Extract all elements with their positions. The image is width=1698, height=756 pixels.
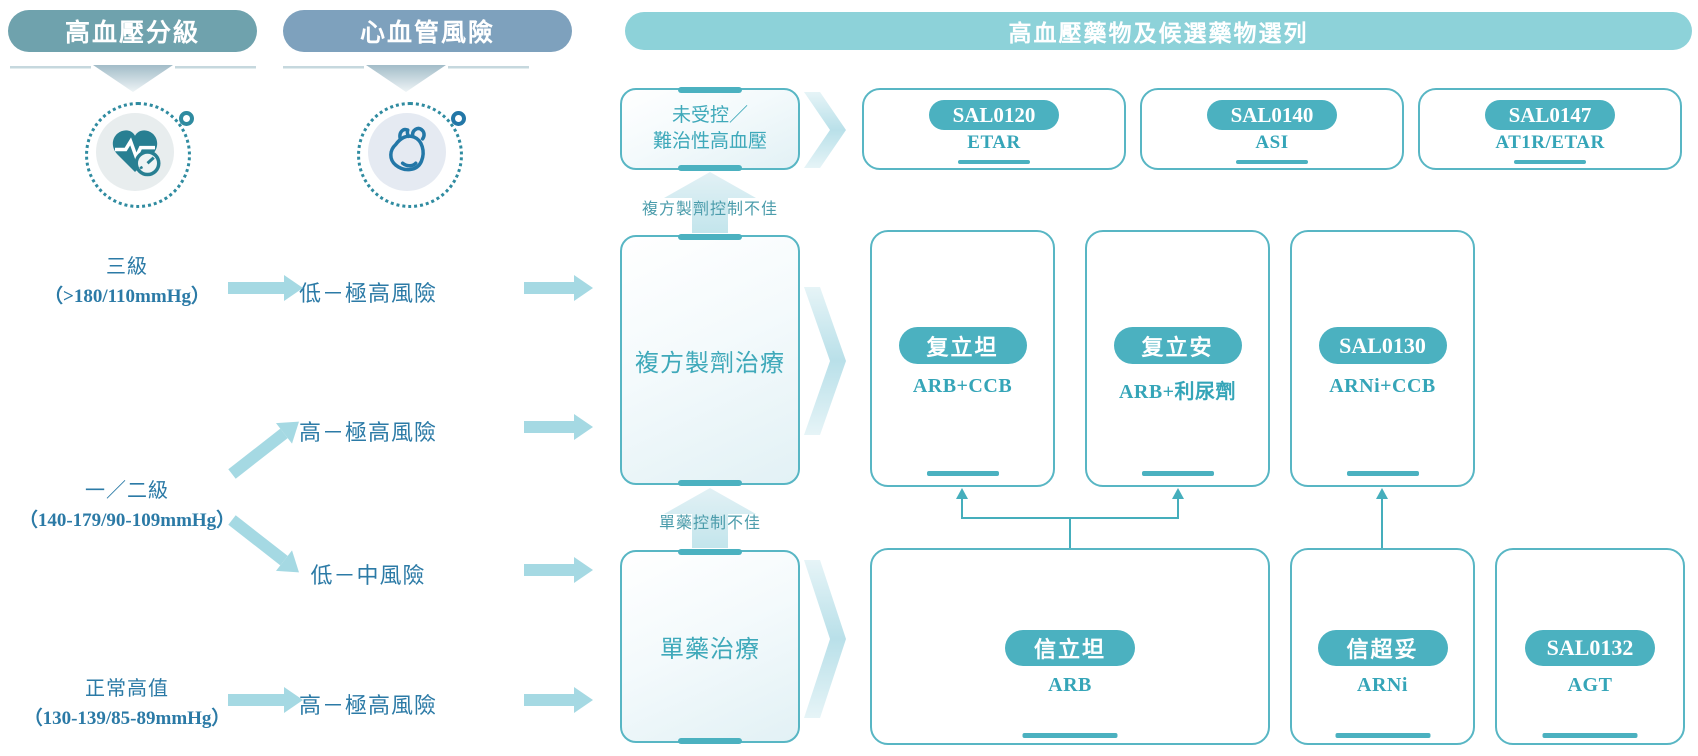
connector-line [961,517,1179,519]
grading-row-grade1-2: 一／二級 （140-179/90-109mmHg） [7,474,247,532]
box-label-line2: 難治性高血壓 [652,131,767,152]
header-drug-candidates: 高血壓藥物及候選藥物選列 [625,12,1692,50]
connector-line [1177,499,1179,517]
tab-mark [678,87,742,93]
ring-icon [451,111,466,126]
drug-card-fulitan: 复立坦 ARB+CCB [870,230,1055,487]
drug-code-pill: SAL0132 [1525,630,1655,666]
drug-card-xinlitan: 信立坦 ARB [870,548,1270,745]
arrow-up-icon [956,488,968,499]
risk-label-1: 低－極高風險 [298,281,437,306]
grade-name: 三級 [106,256,148,278]
chevron-down-icon [283,65,529,92]
drug-target: ARNi+CCB [1329,375,1436,397]
drug-card-fulian: 复立安 ARB+利尿劑 [1085,230,1270,487]
underline-mark [1022,733,1118,738]
arrow-up-icon [664,172,756,233]
drug-card-sal0140: SAL0140 ASI [1140,88,1404,170]
tab-mark [678,234,742,240]
drug-target: ARNi [1357,674,1408,696]
drug-code-pill: SAL0130 [1318,327,1447,364]
drug-name-pill: 信立坦 [1005,630,1135,666]
drug-target: AT1R/ETAR [1495,132,1605,153]
tab-mark [678,738,742,744]
drug-name-pill: 复立安 [1113,327,1242,364]
underline-mark [1346,471,1419,476]
arrow-up-icon [1376,488,1388,499]
drug-code-pill: SAL0120 [929,100,1059,130]
drug-code-pill: SAL0140 [1207,100,1337,130]
box-monotherapy: 單藥治療 [620,549,800,744]
grading-icon-badge [85,102,194,208]
box-label: 單藥治療 [660,636,760,663]
chevron-down-icon [10,65,256,92]
arrow-up-icon [664,488,756,548]
tab-mark [678,480,742,486]
drug-card-sal0120: SAL0120 ETAR [862,88,1126,170]
icon-circle [368,113,446,191]
label-combo-uncontrolled: 複方製劑控制不佳 [641,201,778,218]
drug-card-sal0147: SAL0147 AT1R/ETAR [1418,88,1682,170]
connector-line [1381,499,1383,548]
tab-mark [678,165,742,171]
risk-label-2: 高－極高風險 [298,420,437,445]
risk-icon-badge [357,102,466,208]
label-mono-uncontrolled: 單藥控制不佳 [658,515,761,532]
box-label-line1: 未受控／ [671,105,748,126]
risk-label-3: 低－中風險 [310,563,426,588]
box-uncontrolled-resistant-htn: 未受控／ 難治性高血壓 [620,87,800,171]
underline-mark [1542,733,1638,738]
underline-mark [926,471,999,476]
box-label: 複方製劑治療 [635,349,785,377]
grade-name: 一／二級 [85,480,169,502]
arrow-right-icon [524,564,574,576]
heart-rate-gauge-icon [112,130,161,177]
drug-target: ARB [1048,674,1092,696]
risk-label-4: 高－極高風險 [298,693,437,718]
chevron-right-icon [804,287,846,435]
drug-code-pill: SAL0147 [1485,100,1615,130]
drug-name-pill: 复立坦 [898,327,1027,364]
arrow-up-icon [1172,488,1184,499]
chevron-right-icon [804,560,846,718]
drug-target: ARB+CCB [912,375,1013,397]
underline-mark [1514,160,1586,164]
ring-icon [179,111,194,126]
underline-mark [958,160,1030,164]
drug-target: AGT [1567,674,1613,696]
drug-name-pill: 信超妥 [1317,630,1448,666]
drug-card-sal0130: SAL0130 ARNi+CCB [1290,230,1475,487]
grading-row-grade3: 三級 （>180/110mmHg） [7,250,247,308]
arrow-right-icon [228,694,284,706]
tab-mark [678,549,742,555]
arrow-right-icon [524,694,574,706]
drug-target: ARB+利尿劑 [1118,381,1237,403]
drug-card-sal0132: SAL0132 AGT [1495,548,1685,745]
arrow-right-icon [524,282,574,294]
chevron-right-icon [804,92,846,168]
header-cardiovascular-risk: 心血管風險 [283,10,572,52]
arrow-right-icon [228,282,284,294]
grade-range: （130-139/85-89mmHg） [23,708,231,729]
box-combination-therapy: 複方製劑治療 [620,234,800,486]
drug-target: ETAR [967,132,1021,153]
underline-mark [1141,471,1214,476]
grade-range: （>180/110mmHg） [44,286,210,307]
drug-target: ASI [1255,132,1289,153]
connector-line [1069,517,1071,548]
grading-row-high-normal: 正常高值 （130-139/85-89mmHg） [7,672,247,730]
arrow-right-icon [524,421,574,433]
grade-name: 正常高值 [85,678,169,700]
drug-card-xinchaotuo: 信超妥 ARNi [1290,548,1475,745]
connector-line [961,499,963,517]
underline-mark [1236,160,1308,164]
header-hypertension-grading: 高血壓分級 [8,10,257,52]
heart-organ-icon [389,126,426,172]
underline-mark [1335,733,1430,738]
grade-range: （140-179/90-109mmHg） [18,510,236,531]
